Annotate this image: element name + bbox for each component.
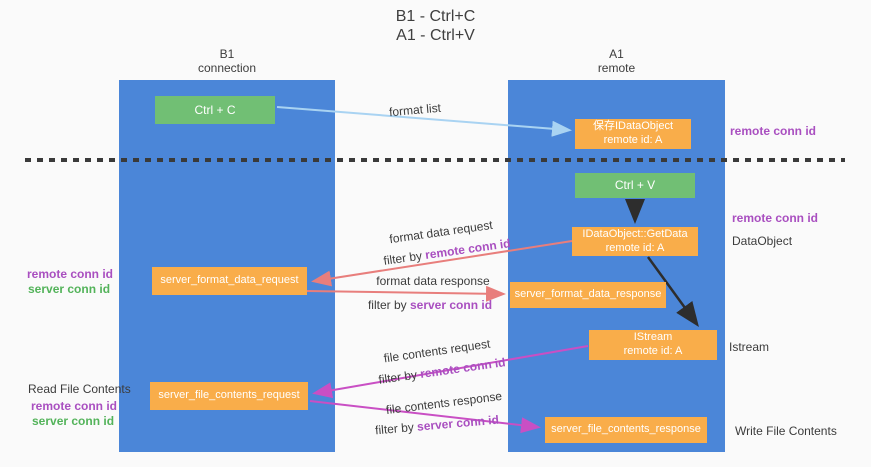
right-column-header: A1 remote: [508, 47, 725, 75]
server-file-contents-response-label: server_file_contents_response: [551, 423, 701, 436]
getdata-line2: remote id: A: [605, 241, 665, 254]
ctrl-c-box: Ctrl + C: [155, 96, 275, 124]
save-idataobject-box: 保存IDataObject remote id: A: [575, 119, 691, 149]
server-format-data-request-box: server_format_data_request: [152, 267, 307, 295]
ctrl-c-label: Ctrl + C: [194, 102, 236, 117]
format-list-label: format list: [388, 100, 442, 120]
server-conn-id-text: server conn id: [416, 412, 500, 434]
getdata-line1: IDataObject::GetData: [582, 227, 688, 240]
left-column-role: connection: [197, 61, 257, 75]
server-format-data-request-label: server_format_data_request: [160, 274, 299, 287]
title-line-1: B1 - Ctrl+C: [395, 8, 476, 25]
istream-line2: remote id: A: [623, 345, 683, 357]
title-line-2: A1 - Ctrl+V: [396, 27, 475, 44]
remote-conn-id-text: remote conn id: [424, 236, 512, 262]
server-file-contents-response-box: server_file_contents_response: [545, 417, 707, 443]
filter-by-text: filter by: [374, 419, 418, 438]
dataobject-annotation: DataObject: [732, 234, 793, 248]
remote-conn-id-text: remote conn id: [419, 355, 507, 381]
server-conn-id-annotation-left-2: server conn id: [32, 414, 115, 428]
filter-by-text: filter by: [377, 367, 422, 387]
format-data-response-label: format data response: [376, 274, 490, 288]
filter-by-text: filter by: [382, 248, 427, 268]
left-column-name: B1: [219, 47, 235, 61]
idataobject-getdata-box: IDataObject::GetData remote id: A: [572, 227, 698, 256]
server-file-contents-request-box: server_file_contents_request: [150, 382, 308, 410]
ctrl-v-box: Ctrl + V: [575, 173, 695, 198]
remote-conn-id-annotation-left-2: remote conn id: [31, 399, 118, 413]
section-divider-dashed-line: [25, 158, 845, 162]
remote-conn-id-annotation-mid: remote conn id: [732, 211, 819, 225]
server-conn-id-text: server conn id: [409, 298, 493, 312]
server-format-data-response-label: server_format_data_response: [514, 288, 662, 301]
istream-annotation: Istream: [729, 340, 770, 354]
remote-conn-id-annotation-top: remote conn id: [730, 124, 817, 138]
save-idataobject-line2: remote id: A: [603, 134, 663, 146]
server-format-data-response-box: server_format_data_response: [510, 282, 666, 308]
filter-by-server-conn-id-label-2: filter by server conn id: [375, 413, 500, 438]
remote-conn-id-annotation-left-1: remote conn id: [27, 267, 114, 281]
istream-line1: IStream: [633, 331, 673, 344]
right-column-name: A1: [609, 47, 624, 61]
write-file-contents-annotation: Write File Contents: [735, 424, 837, 438]
arrow-format-data-response: [306, 285, 506, 302]
right-column-role: remote: [597, 61, 636, 75]
ctrl-v-label: Ctrl + V: [614, 178, 656, 192]
istream-box: IStream remote id: A: [589, 330, 717, 360]
save-idataobject-line1: 保存IDataObject: [592, 120, 674, 133]
server-conn-id-annotation-left-1: server conn id: [28, 282, 111, 296]
filter-by-server-conn-id-label-1: filter by server conn id: [368, 298, 492, 312]
server-file-contents-request-label: server_file_contents_request: [158, 389, 300, 402]
filter-by-text: filter by: [367, 298, 410, 312]
left-column-header: B1 connection: [119, 47, 335, 75]
read-file-contents-annotation: Read File Contents: [28, 382, 131, 396]
diagram-title: B1 - Ctrl+C A1 - Ctrl+V: [0, 7, 871, 45]
